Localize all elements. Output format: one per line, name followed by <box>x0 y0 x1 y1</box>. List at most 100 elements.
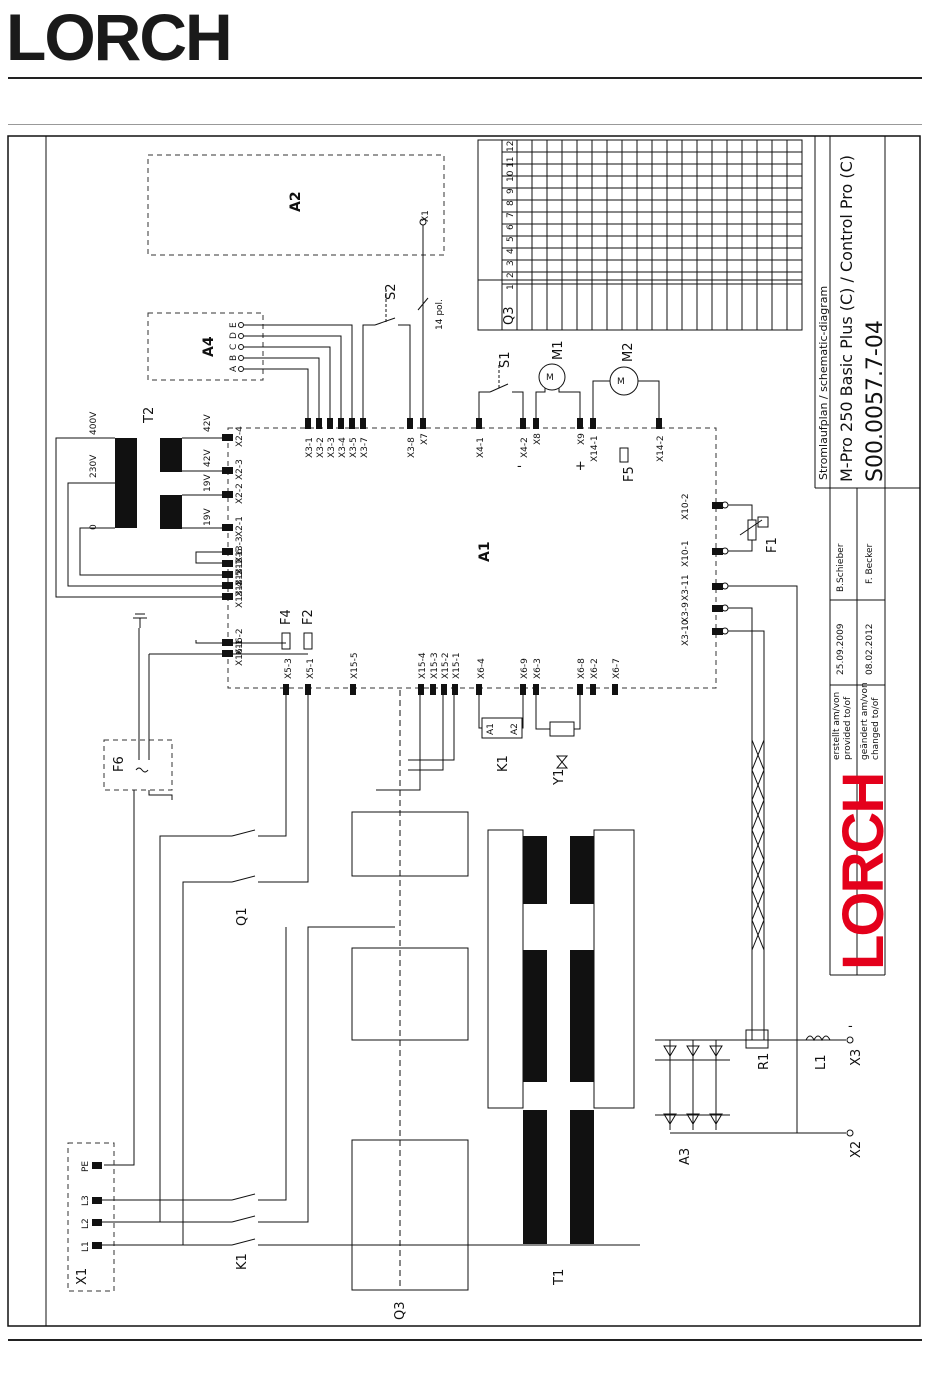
x3-output-socket <box>846 1036 854 1044</box>
switch-table-header: 12 11 10 9 8 7 6 5 4 3 2 1 <box>506 141 516 290</box>
plus-sign: + <box>575 459 586 474</box>
header-thin-rule <box>8 124 922 125</box>
x1-label: X1 <box>75 1268 90 1285</box>
t2-voltage-labels: 400V 230V 0 42V 42V 19V 19V <box>89 411 213 530</box>
title-changed-date: 08.02.2012 <box>865 623 875 675</box>
svg-text:7: 7 <box>506 212 516 218</box>
t2-wires <box>55 437 228 598</box>
svg-text:11: 11 <box>506 157 516 168</box>
svg-text:X2-1: X2-1 <box>235 516 245 537</box>
title-changed-label-2: changed to/of <box>871 697 881 760</box>
title-created-label-2: provided to/of <box>843 696 853 760</box>
q1-switch <box>231 829 256 883</box>
svg-text:X13-5: X13-5 <box>235 570 245 597</box>
s1-switch <box>478 365 524 418</box>
x3-label: X3 <box>849 1049 864 1066</box>
f1-sensor-box <box>757 516 769 528</box>
y1-label: Y1 <box>552 769 567 786</box>
header-rule <box>8 77 922 79</box>
svg-text:X13-1: X13-1 <box>235 559 245 586</box>
svg-text:X9: X9 <box>577 433 587 445</box>
svg-text:X5-1: X5-1 <box>306 658 316 679</box>
svg-text:230V: 230V <box>89 454 99 478</box>
svg-text:9: 9 <box>506 188 516 194</box>
x2-output-socket <box>846 1129 854 1137</box>
svg-text:X6-2: X6-2 <box>590 658 600 679</box>
q3-table-label: Q3 <box>502 306 517 325</box>
bottom-connector-pins <box>283 684 618 695</box>
svg-text:E: E <box>229 322 239 328</box>
a1-box <box>227 427 717 689</box>
x1-terminal-labels: L1 L2 L3 PE <box>81 1161 91 1252</box>
svg-text:X3-10: X3-10 <box>681 619 691 646</box>
f6-wires <box>104 613 173 1166</box>
right-wires <box>721 501 798 1133</box>
x2-labels: X2-4 X2-3 X2-2 X2-1 <box>235 426 245 537</box>
m2-wire-a <box>592 380 610 418</box>
k1-contact-label: K1 <box>235 1253 250 1270</box>
title-diagram-type: Stromlaufplan / schematic-diagram <box>817 286 830 480</box>
f6-label: F6 <box>112 756 127 772</box>
y1-wires <box>535 695 581 730</box>
x2-label: X2 <box>849 1141 864 1158</box>
a1-label: A1 <box>477 541 493 562</box>
f5-fuse <box>619 447 629 463</box>
m2-label: M2 <box>621 343 636 363</box>
svg-text:X6-4: X6-4 <box>477 658 487 679</box>
t1-transformer <box>487 829 635 1244</box>
title-logo: LORCH <box>831 774 896 970</box>
svg-text:A: A <box>229 365 239 372</box>
q1-label: Q1 <box>235 907 250 926</box>
svg-text:X13-4: X13-4 <box>235 581 245 608</box>
minus-sign-2: - <box>848 1019 853 1034</box>
svg-text:X15-2: X15-2 <box>441 652 451 679</box>
header-logo: LORCH <box>6 0 233 74</box>
svg-text:8: 8 <box>506 200 516 206</box>
svg-text:X15-1: X15-1 <box>452 652 462 679</box>
svg-text:X10-1: X10-1 <box>681 540 691 567</box>
s2-cable-note: 14 pol. <box>435 299 445 330</box>
q3-switch-contacts <box>351 690 469 1291</box>
svg-text:400V: 400V <box>89 411 99 435</box>
k1-wire-b <box>522 695 524 729</box>
svg-text:X8: X8 <box>533 433 543 445</box>
svg-text:X10-2: X10-2 <box>681 493 691 520</box>
m1-motor <box>538 363 566 391</box>
twisted-pair <box>751 739 765 951</box>
a4-pins: E D C B A <box>229 322 244 372</box>
m2-wire-b <box>638 380 660 418</box>
svg-text:42V: 42V <box>203 414 213 432</box>
k1-wire-a <box>478 695 482 729</box>
svg-text:0: 0 <box>89 524 99 530</box>
svg-text:X3-5: X3-5 <box>349 437 359 458</box>
title-block <box>814 136 920 976</box>
k1-coil-a1: A1 <box>486 723 496 735</box>
svg-text:X14-2: X14-2 <box>656 435 666 462</box>
l1-inductor <box>805 1035 831 1042</box>
top-connector-labels: X3-1 X3-2 X3-3 X3-4 X3-5 X3-7 X3-8 X7 X4… <box>305 433 666 462</box>
svg-text:D: D <box>229 332 239 339</box>
x13-labels: X13-3 X13-6 X13-1 X13-5 X13-4 <box>235 536 245 608</box>
title-model: M-Pro 250 Basic Plus (C) / Control Pro (… <box>837 155 856 482</box>
a2-label: A2 <box>288 191 304 212</box>
title-changed-by: F. Becker <box>865 543 875 584</box>
s1-label: S1 <box>498 351 513 368</box>
title-created-date: 25.09.2009 <box>836 623 846 675</box>
svg-text:12: 12 <box>506 141 516 152</box>
svg-text:X3-3: X3-3 <box>327 437 337 458</box>
svg-text:2: 2 <box>506 272 516 278</box>
k1-coil-label: K1 <box>496 755 511 772</box>
fuse-wires <box>149 640 308 655</box>
a4-label: A4 <box>201 336 217 357</box>
f4-fuse <box>281 632 291 650</box>
svg-text:X15-4: X15-4 <box>418 652 428 679</box>
svg-text:1: 1 <box>506 284 516 290</box>
svg-text:5: 5 <box>506 236 516 242</box>
svg-text:C: C <box>229 344 239 350</box>
q3-label: Q3 <box>393 1301 408 1320</box>
l1-label: L1 <box>814 1054 829 1070</box>
k1-contacts <box>231 926 640 1246</box>
x1-pins <box>92 1162 102 1249</box>
svg-text:X3-9: X3-9 <box>681 602 691 623</box>
